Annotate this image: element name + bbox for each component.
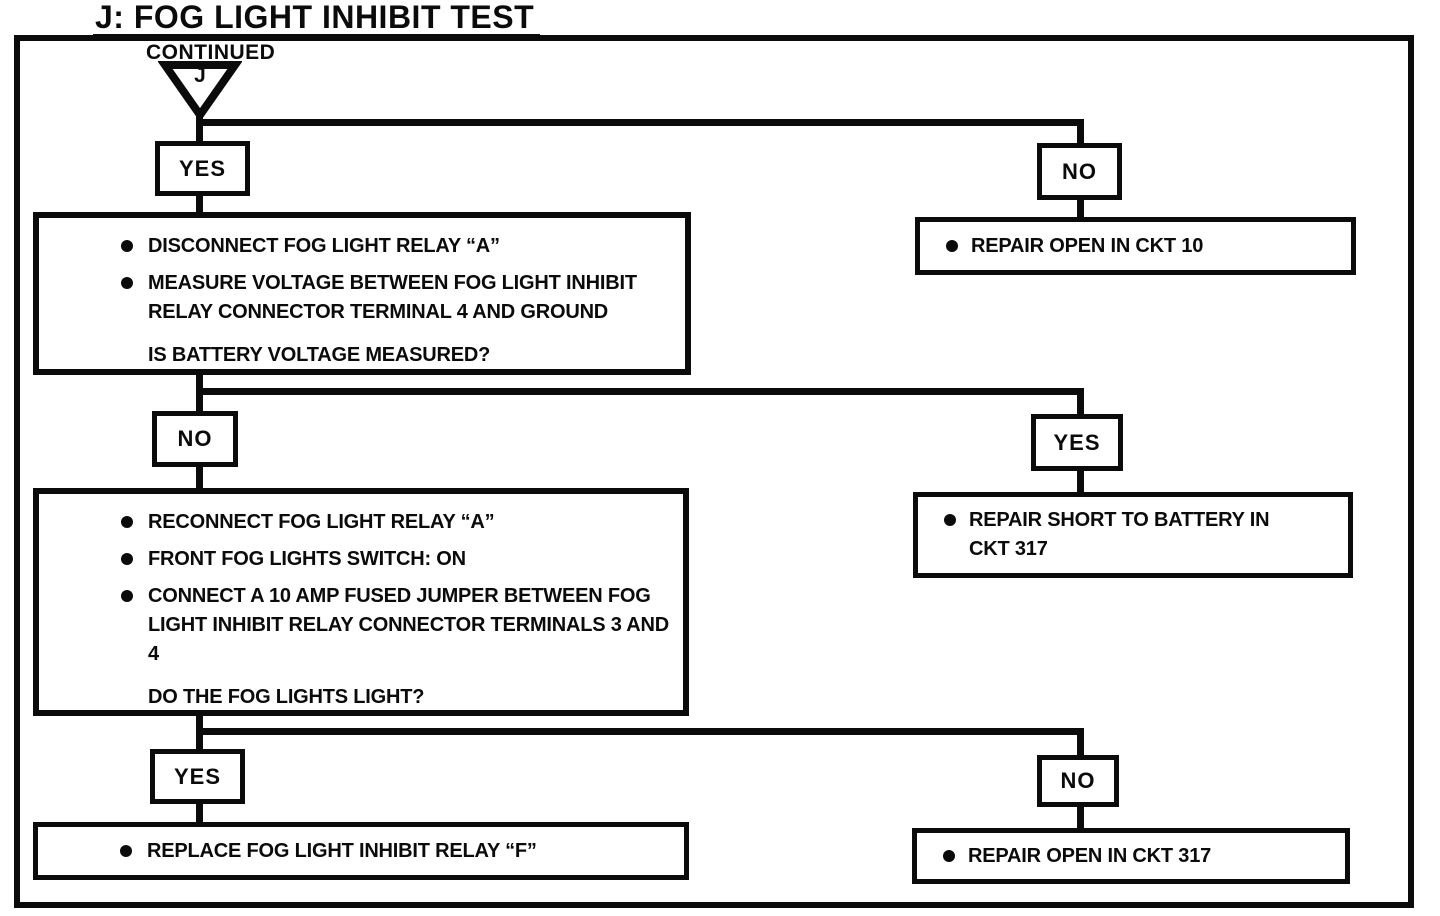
action-box-3: REPLACE FOG LIGHT INHIBIT RELAY “F”: [33, 822, 689, 880]
list-item: REPAIR OPEN IN CKT 317: [943, 842, 1211, 871]
result-text: REPAIR OPEN IN CKT 317: [968, 844, 1212, 867]
action-bullet: REPLACE FOG LIGHT INHIBIT RELAY “F”: [147, 839, 537, 862]
connector-line-row1-horizontal: [196, 119, 1084, 126]
bullet-icon: [944, 514, 956, 526]
result-text: REPAIR SHORT TO BATTERY IN CKT 317: [969, 509, 1270, 560]
connector-line-row3-right: [1077, 728, 1084, 757]
bullet-icon: [121, 277, 133, 289]
connector-line-row3-horizontal: [196, 728, 1084, 735]
connector-line-no2-action2: [196, 465, 203, 491]
action-bullet: MEASURE VOLTAGE BETWEEN FOG LIGHT INHIBI…: [148, 272, 637, 323]
bullet-icon: [121, 590, 133, 602]
decision-box-no-3: NO: [1037, 755, 1119, 807]
result-box-3: REPAIR OPEN IN CKT 317: [912, 828, 1350, 884]
list-item: REPLACE FOG LIGHT INHIBIT RELAY “F”: [120, 837, 537, 866]
list-item: DO THE FOG LIGHTS LIGHT?: [121, 683, 675, 712]
list-item: DISCONNECT FOG LIGHT RELAY “A”: [121, 232, 677, 261]
decision-box-yes-1: YES: [155, 141, 250, 196]
decision-box-yes-3: YES: [150, 749, 245, 804]
action-bullet: DISCONNECT FOG LIGHT RELAY “A”: [148, 235, 500, 257]
decision-box-no-1: NO: [1037, 143, 1122, 200]
connector-line-yes1-action1: [196, 194, 203, 214]
bullet-icon: [943, 849, 955, 862]
bullet-icon: [121, 516, 133, 528]
decision-box-yes-2: YES: [1031, 414, 1123, 471]
bullet-icon: [121, 240, 133, 252]
connector-letter: J: [194, 64, 206, 87]
action-question: DO THE FOG LIGHTS LIGHT?: [148, 686, 425, 708]
connector-line-yes3-action3: [196, 802, 203, 824]
list-item: IS BATTERY VOLTAGE MEASURED?: [121, 341, 677, 370]
action-bullet: CONNECT A 10 AMP FUSED JUMPER BETWEEN FO…: [148, 585, 670, 665]
action-bullet: FRONT FOG LIGHTS SWITCH: ON: [148, 548, 466, 570]
connector-line-row1-right: [1077, 119, 1084, 147]
list-item: FRONT FOG LIGHTS SWITCH: ON: [121, 545, 675, 574]
connector-line-apex: [196, 110, 203, 143]
connector-line-no3-result3: [1077, 805, 1084, 830]
connector-line-yes2-result2: [1077, 469, 1084, 495]
result-text: REPAIR OPEN IN CKT 10: [971, 234, 1204, 257]
continued-label: CONTINUED: [146, 41, 276, 64]
list-item: REPAIR SHORT TO BATTERY IN CKT 317: [944, 506, 1299, 564]
flowchart-frame: [14, 35, 1414, 908]
list-item: REPAIR OPEN IN CKT 10: [946, 232, 1203, 261]
result-box-1: REPAIR OPEN IN CKT 10: [915, 217, 1356, 275]
list-item: MEASURE VOLTAGE BETWEEN FOG LIGHT INHIBI…: [121, 269, 677, 327]
action-question: IS BATTERY VOLTAGE MEASURED?: [148, 344, 491, 366]
connector-line-no1-result1: [1077, 198, 1084, 220]
decision-box-no-2: NO: [152, 411, 238, 467]
action-bullet: RECONNECT FOG LIGHT RELAY “A”: [148, 511, 495, 533]
connector-triangle-icon: [158, 61, 242, 119]
list-item: CONNECT A 10 AMP FUSED JUMPER BETWEEN FO…: [121, 582, 675, 669]
bullet-icon: [946, 239, 958, 252]
connector-line-row2-horizontal: [196, 388, 1084, 395]
result-box-2: REPAIR SHORT TO BATTERY IN CKT 317: [913, 492, 1353, 578]
bullet-icon: [121, 553, 133, 565]
list-item: RECONNECT FOG LIGHT RELAY “A”: [121, 508, 675, 537]
bullet-icon: [120, 844, 132, 857]
action-box-1: DISCONNECT FOG LIGHT RELAY “A” MEASURE V…: [33, 212, 691, 375]
connector-line-row2-right: [1077, 388, 1084, 416]
action-box-2: RECONNECT FOG LIGHT RELAY “A” FRONT FOG …: [33, 488, 689, 716]
